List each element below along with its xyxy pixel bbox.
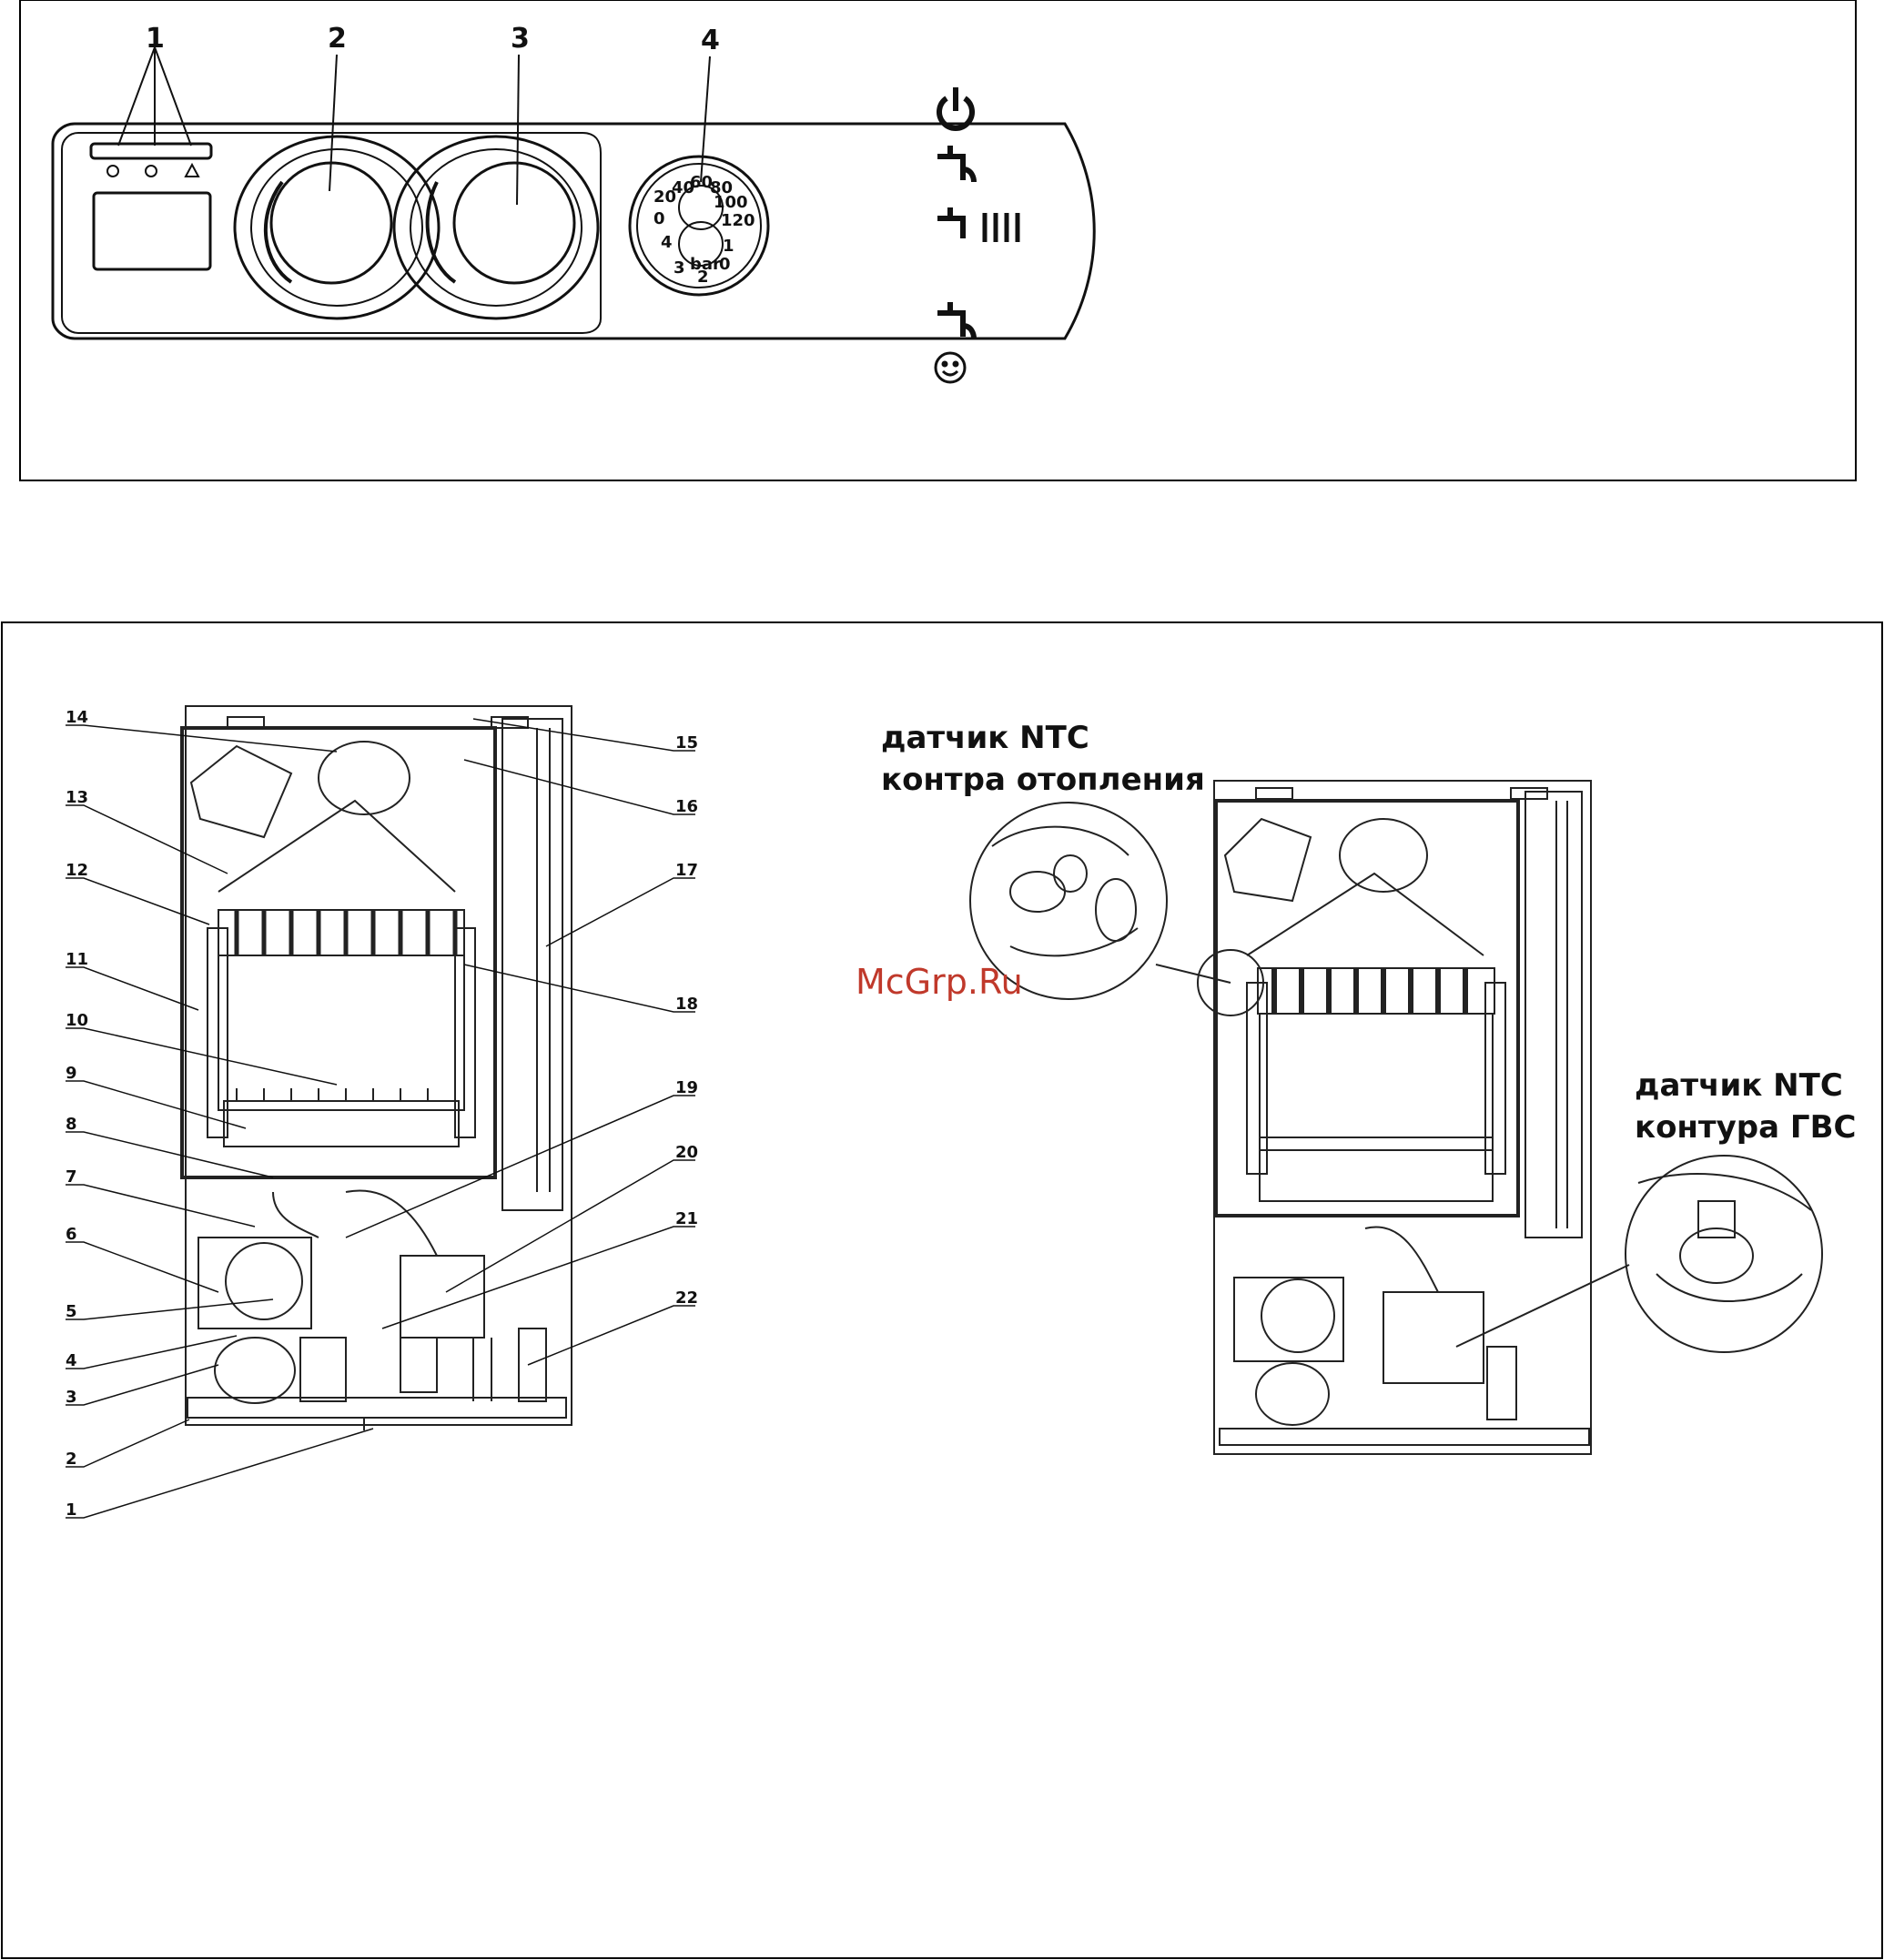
tap-radiator-icon [937,207,1020,242]
part-label-9: 9 [66,1064,77,1083]
gauge-tick-60: 60 [690,173,713,192]
part-label-2: 2 [66,1450,77,1469]
gauge-inner-0: 0 [719,255,731,274]
sensor-detail-heating [969,802,1264,1016]
panel-callout-lines [117,46,711,206]
gauge-tick-120: 120 [721,211,755,230]
part-label-20: 20 [675,1143,698,1162]
pressure-gauge [628,155,770,297]
panel-callout-2: 2 [328,23,347,55]
part-label-14: 14 [66,708,88,727]
panel-callout-4: 4 [701,25,720,56]
part-label-10: 10 [66,1011,88,1030]
tap-icon-2 [937,302,977,339]
part-label-19: 19 [675,1078,698,1097]
gauge-tick-80: 80 [710,178,733,197]
panel-callout-3: 3 [511,23,530,55]
sensor-heating-line-1: датчик NTC [881,720,1089,756]
sensor-captions: датчик NTC контра отопления датчик NTC к… [881,720,1856,1146]
gauge-tick-100: 100 [714,193,748,212]
legend-icons [934,87,1020,384]
led-reset-icon [145,165,157,177]
smiley-icon [934,351,967,384]
knob-3 [452,161,576,285]
boiler-left-leaders [66,724,374,1519]
gauge-inner-1: 1 [723,237,734,256]
part-label-22: 22 [675,1288,698,1308]
part-label-12: 12 [66,861,88,880]
boiler-left-labels-left: 14 13 12 11 10 9 8 7 6 5 4 3 2 1 [66,708,88,1520]
control-panel [51,122,1096,340]
part-label-11: 11 [66,950,88,969]
boiler-right-leaders [345,718,695,1366]
part-label-5: 5 [66,1302,77,1321]
part-label-8: 8 [66,1115,77,1134]
sensor-detail-dhw [1455,1155,1823,1353]
sensor-dhw-line-2: контура ГВС [1635,1109,1856,1146]
control-panel-frame [19,0,1857,481]
boiler-frame [1,621,1883,1959]
part-label-3: 3 [66,1388,77,1407]
part-label-15: 15 [675,733,698,753]
boiler-right [1213,780,1592,1455]
part-label-21: 21 [675,1209,698,1228]
knob-2 [269,161,393,285]
part-label-13: 13 [66,788,88,807]
gauge-inner-3: 3 [674,258,685,278]
gauge-unit: bar [690,255,721,274]
part-label-4: 4 [66,1351,77,1370]
gauge-tick-0: 0 [653,209,665,228]
gauge-inner-4: 4 [661,233,673,252]
display-window [92,191,212,271]
part-label-7: 7 [66,1167,77,1187]
sensor-heating-line-2: контра отопления [881,762,1205,798]
gauge-tick-40: 40 [672,178,694,197]
gauge-inner-2: 2 [697,268,709,287]
watermark: McGrp.Ru [856,962,1023,1002]
gauge-tick-20: 20 [653,187,676,207]
gauge-labels: 0 20 40 60 80 100 120 0 1 2 3 4 bar [653,173,755,287]
power-icon [937,87,975,131]
part-label-16: 16 [675,797,698,816]
led-alarm-icon [184,162,200,177]
panel-led-icons [106,162,200,177]
part-label-18: 18 [675,995,698,1014]
boiler-left [180,705,572,1430]
panel-callout-1: 1 [146,23,165,55]
boiler-left-labels-right: 15 16 17 18 19 20 21 22 [675,733,698,1308]
part-label-6: 6 [66,1225,77,1244]
tap-icon [937,146,977,183]
sensor-dhw-line-1: датчик NTC [1635,1067,1843,1104]
panel-callouts: 1 2 3 4 [146,23,720,56]
led-power-icon [106,165,119,177]
part-label-17: 17 [675,861,698,880]
part-label-1: 1 [66,1500,77,1520]
